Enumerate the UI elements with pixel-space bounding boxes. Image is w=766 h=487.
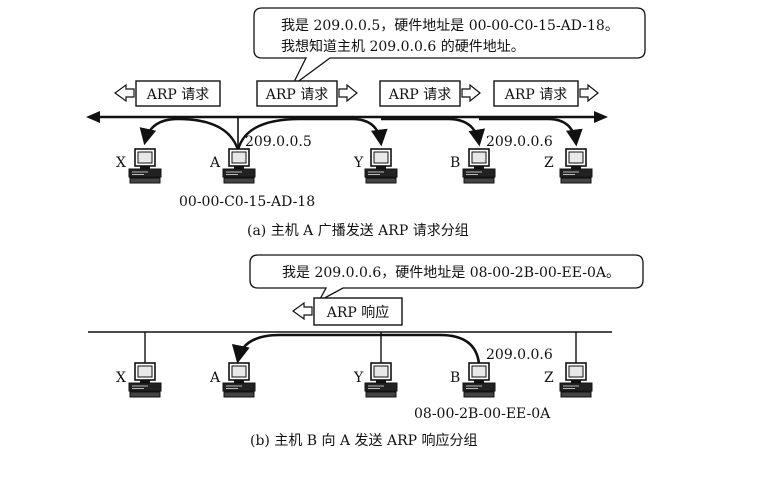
panel-a: 我是 209.0.0.5，硬件地址是 00-00-C0-15-AD-18。 我想… bbox=[86, 7, 646, 239]
host-a: A bbox=[209, 148, 256, 184]
host-label: A bbox=[209, 370, 221, 386]
host-label: A bbox=[209, 155, 221, 171]
packet-label: ARP 响应 bbox=[326, 304, 390, 321]
bubble-line-1: 我是 209.0.0.6，硬件地址是 08-00-2B-00-EE-0A。 bbox=[282, 265, 620, 281]
host-y: Y bbox=[353, 148, 398, 184]
broadcast-path-to-x bbox=[139, 117, 240, 151]
host-x: X bbox=[116, 148, 162, 184]
speech-bubble bbox=[253, 7, 646, 87]
packet-label: ARP 请求 bbox=[504, 87, 568, 103]
host-b: B bbox=[450, 148, 496, 184]
host-label: Y bbox=[353, 370, 364, 386]
mac-label-a: 00-00-C0-15-AD-18 bbox=[179, 194, 315, 210]
host-z: Z bbox=[544, 362, 593, 398]
host-y: Y bbox=[353, 362, 398, 398]
computer-icon bbox=[364, 362, 398, 398]
host-label: X bbox=[116, 370, 126, 386]
host-label: B bbox=[450, 370, 460, 386]
host-b: B bbox=[450, 362, 496, 398]
packet-label: ARP 请求 bbox=[146, 87, 210, 103]
computer-icon bbox=[128, 148, 162, 184]
computer-icon bbox=[222, 362, 256, 398]
host-z: Z bbox=[544, 148, 593, 184]
panel-b: 我是 209.0.0.6，硬件地址是 08-00-2B-00-EE-0A。 AR… bbox=[88, 254, 644, 449]
caption-b: (b) 主机 B 向 A 发送 ARP 响应分组 bbox=[250, 432, 478, 449]
host-x: X bbox=[116, 362, 162, 398]
host-label: Y bbox=[353, 155, 364, 171]
broadcast-path-to-y bbox=[236, 117, 388, 151]
packet-label: ARP 请求 bbox=[388, 87, 452, 103]
arp-request-packet-4: ARP 请求 bbox=[493, 80, 599, 107]
speech-bubble bbox=[249, 254, 644, 303]
arp-response-packet: ARP 响应 bbox=[291, 297, 403, 326]
packet-label: ARP 请求 bbox=[265, 87, 329, 103]
arp-request-packet-3: ARP 请求 bbox=[379, 80, 481, 107]
host-a: A bbox=[209, 362, 256, 398]
host-label: X bbox=[116, 155, 126, 171]
bus-arrow-left bbox=[86, 111, 100, 123]
computer-icon bbox=[462, 362, 496, 398]
mac-label-b: 08-00-2B-00-EE-0A bbox=[414, 406, 551, 422]
bubble-line-1: 我是 209.0.0.5，硬件地址是 00-00-C0-15-AD-18。 bbox=[281, 18, 619, 34]
arp-request-packet-2: ARP 请求 bbox=[256, 80, 358, 107]
computer-icon bbox=[559, 362, 593, 398]
computer-icon bbox=[559, 148, 593, 184]
computer-icon bbox=[222, 148, 256, 184]
unicast-path-b-to-a bbox=[231, 333, 481, 365]
ip-label-b: 209.0.0.6 bbox=[486, 134, 553, 150]
ip-label-a: 209.0.0.5 bbox=[245, 134, 312, 150]
broadcast-path-to-b bbox=[381, 117, 486, 147]
ip-label-b: 209.0.0.6 bbox=[486, 347, 553, 363]
computer-icon bbox=[462, 148, 496, 184]
computer-icon bbox=[128, 362, 162, 398]
host-label: Z bbox=[544, 370, 554, 386]
broadcast-path-to-z bbox=[479, 117, 583, 147]
bus-arrow-right bbox=[594, 111, 608, 123]
host-label: B bbox=[450, 155, 460, 171]
computer-icon bbox=[364, 148, 398, 184]
bubble-line-2: 我想知道主机 209.0.0.6 的硬件地址。 bbox=[281, 38, 525, 55]
arp-request-packet-1: ARP 请求 bbox=[113, 80, 221, 107]
host-label: Z bbox=[544, 155, 554, 171]
caption-a: (a) 主机 A 广播发送 ARP 请求分组 bbox=[247, 223, 469, 239]
